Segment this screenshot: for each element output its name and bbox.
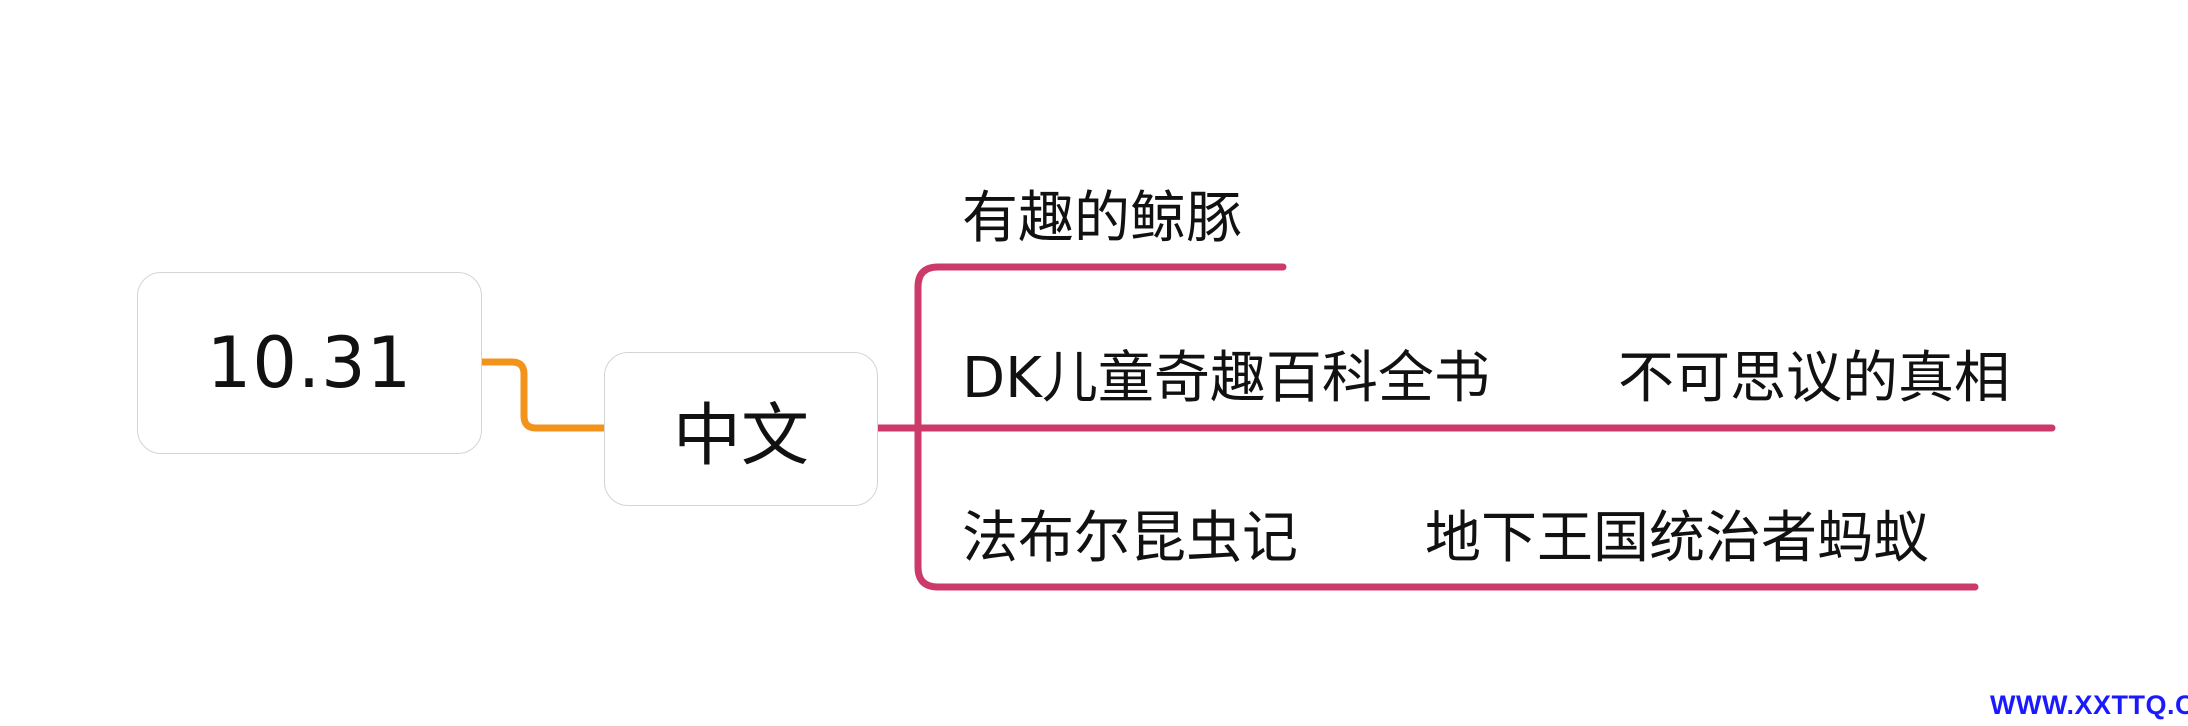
center-node[interactable]: 中文: [604, 352, 878, 506]
branch-item-youqu-de-jingtun[interactable]: 有趣的鲸豚: [962, 186, 1242, 251]
root-to-center-connector: [478, 358, 608, 432]
branch-item-incredible-truth[interactable]: 不可思议的真相: [1618, 346, 2010, 411]
branch-item-dk-encyclopedia[interactable]: DK儿童奇趣百科全书: [962, 346, 1490, 411]
watermark-text: WWW.XXTTQ.COM: [1990, 690, 2188, 720]
root-node-label: 10.31: [206, 322, 413, 404]
root-node[interactable]: 10.31: [137, 272, 482, 454]
branch-item-underground-ants[interactable]: 地下王国统治者蚂蚁: [1425, 506, 1929, 571]
branch-item-fabre-insects[interactable]: 法布尔昆虫记: [962, 506, 1298, 571]
center-node-label: 中文: [672, 396, 809, 476]
